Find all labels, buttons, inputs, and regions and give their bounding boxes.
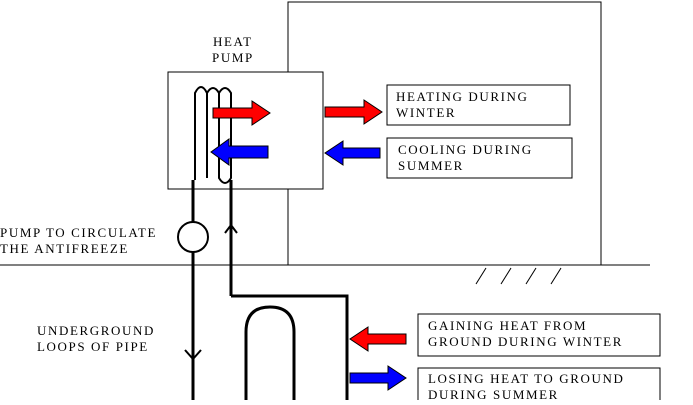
house-outline bbox=[287, 1, 602, 265]
heat-pump-label-line1: HEAT bbox=[213, 34, 253, 49]
heat-pump-coil-outer bbox=[194, 86, 208, 180]
loops-label-line1: UNDERGROUND bbox=[37, 323, 155, 338]
heat-pump-box bbox=[167, 71, 324, 190]
heat-pump-label-line2: PUMP bbox=[212, 50, 254, 65]
losing-callout-line2: DURING SUMMER bbox=[428, 387, 559, 400]
heat-pump-coil bbox=[206, 87, 232, 184]
gaining-callout-line2: GROUND DURING WINTER bbox=[428, 334, 623, 349]
underground-loop bbox=[244, 305, 296, 400]
flow-down-arrow-icon bbox=[184, 349, 202, 361]
cooling-arrow-inner-icon bbox=[210, 138, 269, 166]
heating-arrow-outer-icon bbox=[324, 99, 383, 125]
loops-label-line2: LOOPS OF PIPE bbox=[37, 339, 149, 354]
heating-callout-box bbox=[386, 84, 571, 126]
cooling-callout-line1: COOLING DURING bbox=[398, 142, 533, 157]
losing-heat-arrow-icon bbox=[349, 365, 407, 391]
cooling-arrow-outer-icon bbox=[324, 140, 381, 166]
return-pipe-horizontal bbox=[231, 294, 349, 400]
ground-hatching bbox=[475, 267, 562, 285]
gaining-heat-arrow-icon bbox=[349, 326, 407, 352]
gaining-callout-box bbox=[417, 313, 661, 357]
flow-up-arrow-icon bbox=[224, 223, 238, 234]
cooling-callout-box bbox=[386, 137, 573, 179]
gaining-callout-line1: GAINING HEAT FROM bbox=[428, 318, 587, 333]
circulation-pump bbox=[177, 221, 209, 253]
pump-label-line2: THE ANTIFREEZE bbox=[0, 241, 129, 256]
heating-callout-line2: WINTER bbox=[396, 105, 456, 120]
pump-label-line1: PUMP TO CIRCULATE bbox=[0, 225, 157, 240]
losing-callout-box bbox=[417, 367, 661, 405]
losing-callout-line1: LOSING HEAT TO GROUND bbox=[428, 371, 624, 386]
heating-callout-line1: HEATING DURING bbox=[396, 89, 529, 104]
cooling-callout-line2: SUMMER bbox=[398, 158, 464, 173]
heating-arrow-inner-icon bbox=[212, 100, 271, 126]
